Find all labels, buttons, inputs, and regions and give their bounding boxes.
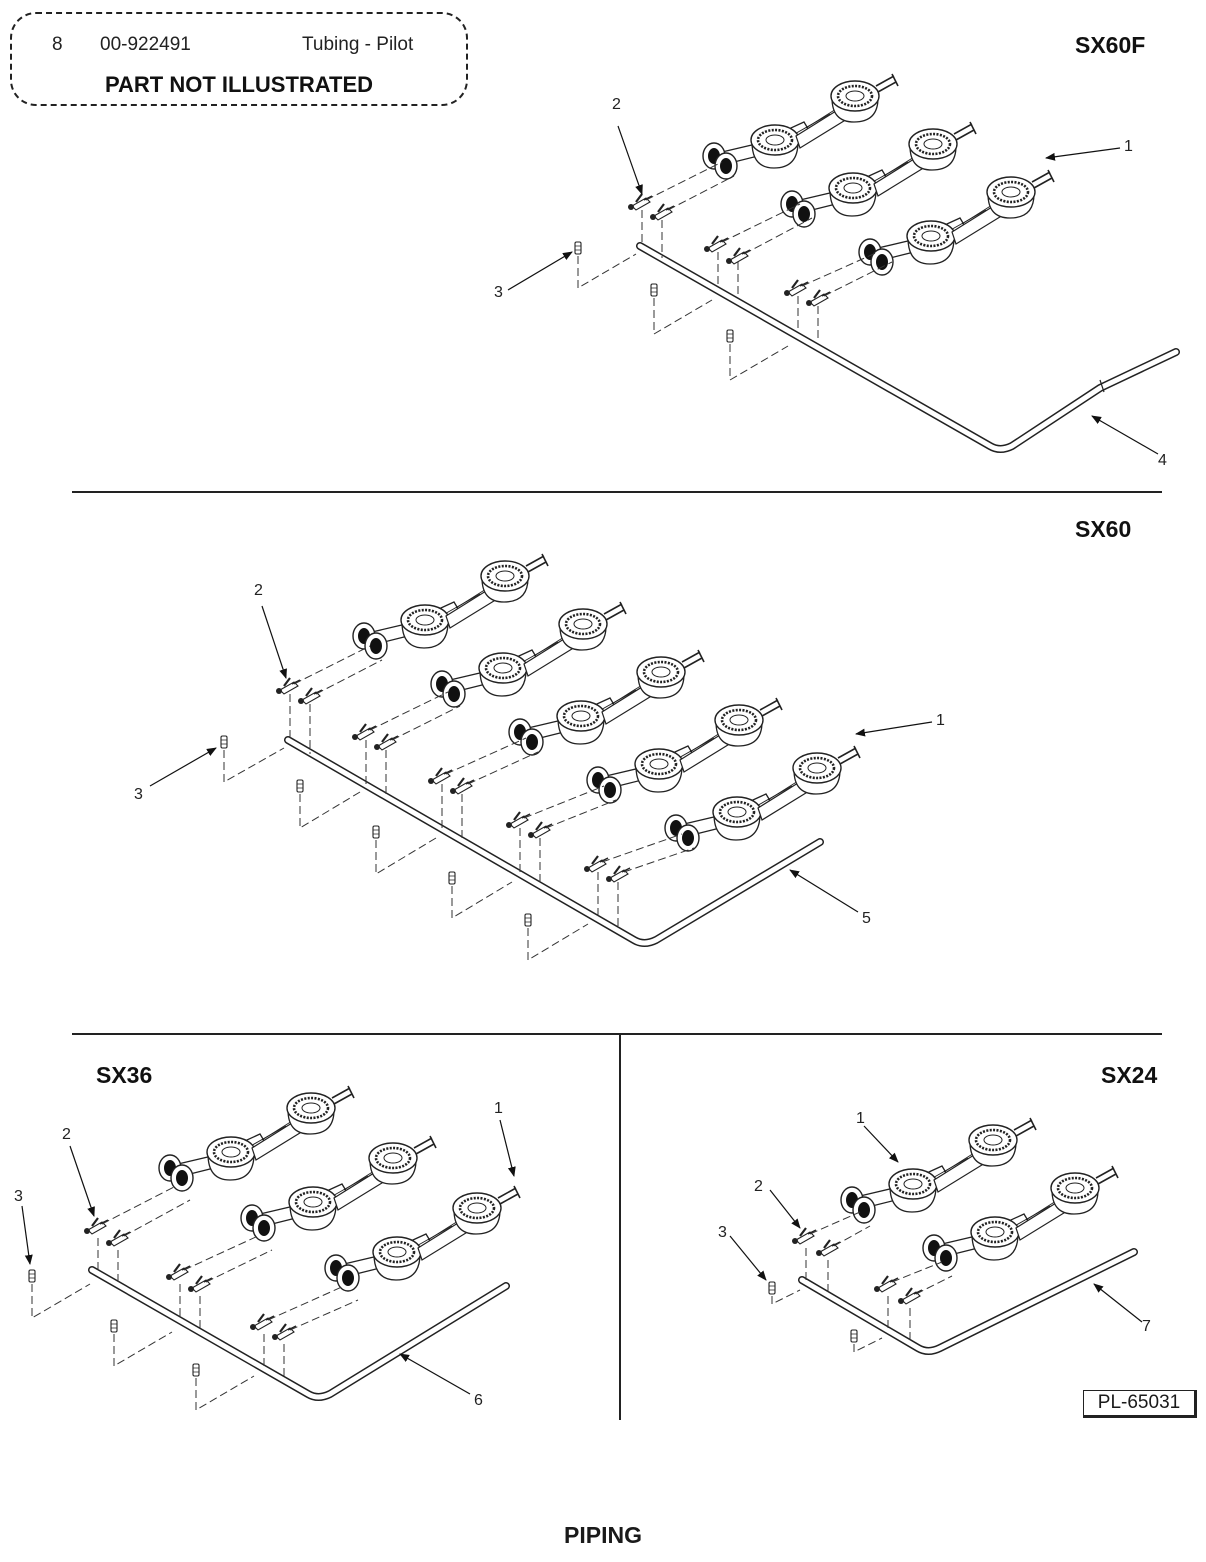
callout-sx24-valve: 2 (754, 1178, 763, 1195)
callout-sx24-burner: 1 (856, 1110, 865, 1127)
model-label-sx60f: SX60F (1075, 32, 1146, 58)
note-part-number: 00-922491 (100, 34, 191, 55)
callout-sx36-valve: 2 (62, 1126, 71, 1143)
callout-sx36-burner: 1 (494, 1100, 503, 1117)
callout-sx24-plug: 3 (718, 1224, 727, 1241)
callout-sx60-valve: 2 (254, 582, 263, 599)
sx60f-leaders (507, 125, 1159, 455)
sx24-leaders (729, 1125, 1143, 1323)
drawing-code: PL-65031 (1083, 1390, 1197, 1418)
sx60-assembly (220, 552, 862, 961)
sx36-leaders (21, 1119, 516, 1395)
callout-sx36-manifold: 6 (474, 1392, 483, 1409)
model-label-sx24: SX24 (1101, 1062, 1158, 1088)
sx60f-assembly (574, 72, 1180, 453)
callout-sx60f-manifold: 4 (1158, 452, 1167, 469)
callout-sx60-manifold: 5 (862, 910, 871, 927)
note-description: Tubing - Pilot (302, 34, 414, 55)
callout-sx60f-plug: 3 (494, 284, 503, 301)
callout-sx36-plug: 3 (14, 1188, 23, 1205)
page-title: PIPING (564, 1522, 642, 1548)
model-label-sx36: SX36 (96, 1062, 153, 1088)
callout-sx60f-valve: 2 (612, 96, 621, 113)
model-label-sx60: SX60 (1075, 516, 1132, 542)
callout-sx24-manifold: 7 (1142, 1318, 1151, 1335)
callout-sx60-plug: 3 (134, 786, 143, 803)
callout-sx60f-burner: 1 (1124, 138, 1133, 155)
note-caption: PART NOT ILLUSTRATED (104, 72, 374, 97)
callout-sx60-burner: 1 (936, 712, 945, 729)
parts-note: 8 00-922491 Tubing - Pilot PART NOT ILLU… (10, 12, 468, 106)
note-item-number: 8 (52, 34, 63, 55)
sx24-assembly (768, 1116, 1138, 1355)
sx36-assembly (28, 1084, 522, 1411)
sx60-leaders (149, 605, 933, 913)
